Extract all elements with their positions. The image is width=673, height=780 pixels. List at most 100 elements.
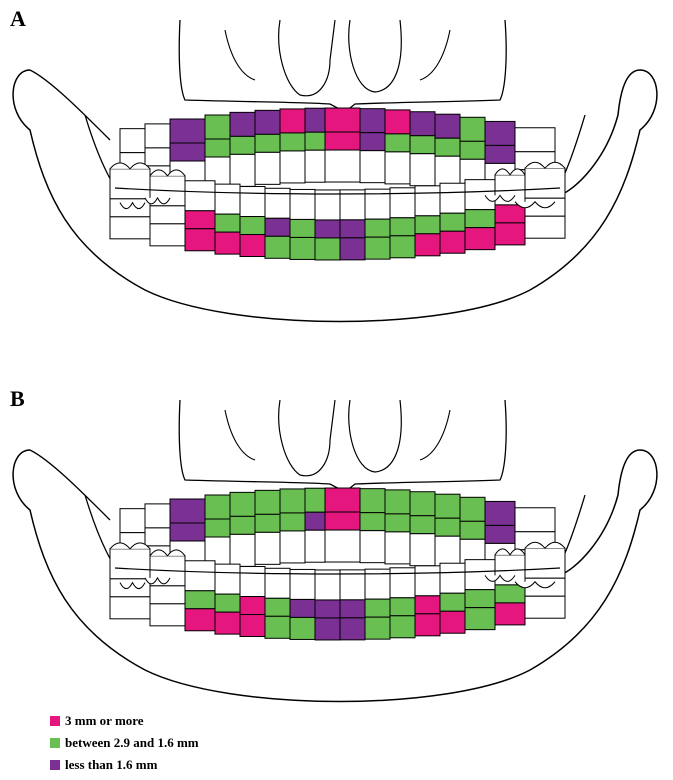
jaw-diagram-a [0, 20, 673, 350]
lower-tooth-segment [290, 219, 315, 237]
upper-tooth-segment [385, 490, 410, 514]
lower-tooth-segment [150, 604, 185, 626]
lower-tooth-segment [265, 598, 290, 616]
lower-tooth-segment [265, 616, 290, 638]
legend-swatch-pink [50, 716, 60, 726]
legend: 3 mm or more between 2.9 and 1.6 mm less… [50, 710, 199, 776]
upper-tooth-segment [145, 124, 170, 148]
lower-tooth-segment [185, 211, 215, 229]
legend-item-less-than-1-6: less than 1.6 mm [50, 754, 199, 776]
lower-tooth-segment [415, 216, 440, 234]
lower-tooth-segment [315, 600, 340, 618]
upper-tooth-segment [120, 509, 145, 533]
upper-tooth-segment [485, 121, 515, 145]
upper-tooth-segment [325, 132, 360, 150]
legend-item-3mm-or-more: 3 mm or more [50, 710, 199, 732]
upper-tooth-segment [410, 516, 435, 534]
upper-tooth-segment [435, 114, 460, 138]
lower-tooth-segment [240, 217, 265, 235]
lower-tooth-segment [265, 236, 290, 258]
legend-swatch-purple [50, 760, 60, 770]
lower-tooth-segment [340, 220, 365, 238]
lower-tooth-segment [525, 168, 565, 198]
lower-tooth-segment [240, 187, 265, 217]
sinus-outline [225, 30, 450, 80]
upper-tooth-segment [305, 512, 325, 530]
lower-tooth-segment [315, 618, 340, 640]
upper-tooth-segment [385, 110, 410, 134]
upper-tooth-segment [460, 521, 485, 539]
jaw-diagram-b [0, 400, 673, 730]
lower-tooth-segment [215, 184, 240, 214]
lower-tooth-segment [465, 210, 495, 228]
condyle-left [30, 70, 110, 140]
upper-tooth-segment [230, 154, 255, 186]
lower-tooth-segment [110, 579, 150, 597]
upper-tooth-segment [305, 108, 325, 132]
upper-tooth-segment [170, 499, 205, 523]
lower-tooth-segment [215, 594, 240, 612]
lower-tooth-segment [495, 603, 525, 625]
lower-tooth-segment [495, 205, 525, 223]
upper-tooth-segment [280, 151, 305, 183]
lower-tooth-segment [525, 216, 565, 238]
upper-tooth-segment [360, 489, 385, 513]
lower-tooth-segment [390, 236, 415, 258]
lower-tooth-segment [240, 567, 265, 597]
lower-tooth-segment [110, 199, 150, 217]
upper-tooth-segment [255, 152, 280, 184]
lower-tooth-segment [240, 235, 265, 257]
lower-tooth-segment [365, 219, 390, 237]
lower-tooth-segment [215, 564, 240, 594]
upper-tooth-segment [325, 150, 360, 182]
upper-tooth-segment [360, 133, 385, 151]
upper-tooth-segment [205, 115, 230, 139]
lower-tooth-segment [440, 183, 465, 213]
legend-label: 3 mm or more [65, 713, 144, 729]
legend-label: less than 1.6 mm [65, 757, 157, 773]
lower-tooth-segment [110, 217, 150, 239]
lower-tooth-segment [265, 568, 290, 598]
legend-swatch-green [50, 738, 60, 748]
upper-tooth-segment [410, 534, 435, 566]
upper-tooth-segment [325, 530, 360, 562]
lower-tooth-segment [390, 598, 415, 616]
upper-tooth-segment [120, 129, 145, 153]
lower-tooth-segment [340, 618, 365, 640]
upper-tooth-segment [485, 525, 515, 543]
upper-tooth-segment [385, 532, 410, 564]
upper-tooth-segment [305, 150, 325, 182]
upper-tooth-segment [230, 492, 255, 516]
nasal-outline [279, 20, 402, 96]
upper-tooth-segment [360, 109, 385, 133]
lower-tooth-segment [465, 228, 495, 250]
lower-tooth-segment [110, 597, 150, 619]
lower-tooth-segment [415, 234, 440, 256]
lower-tooth-segment [465, 560, 495, 590]
upper-tooth-segment [460, 497, 485, 521]
lower-tooth-segment [440, 611, 465, 633]
upper-tooth-segment [230, 534, 255, 566]
upper-tooth-segment [230, 516, 255, 534]
upper-tooth-segment [385, 514, 410, 532]
lower-tooth-segment [440, 231, 465, 253]
lower-tooth-segment [390, 218, 415, 236]
upper-tooth-segment [255, 514, 280, 532]
upper-tooth-segment [205, 495, 230, 519]
upper-tooth-segment [325, 488, 360, 512]
sinus-outline [225, 410, 450, 460]
lower-tooth-segment [390, 568, 415, 598]
upper-tooth-segment [325, 512, 360, 530]
upper-tooth-segment [280, 531, 305, 563]
upper-tooth-segment [385, 134, 410, 152]
lower-tooth-segment [390, 616, 415, 638]
upper-tooth-segment [255, 110, 280, 134]
lower-tooth-segment [265, 218, 290, 236]
lower-tooth-segment [185, 561, 215, 591]
upper-tooth-segment [170, 143, 205, 161]
upper-tooth-segment [360, 513, 385, 531]
lower-tooth-segment [365, 237, 390, 259]
upper-tooth-segment [435, 518, 460, 536]
lower-tooth-segment [185, 181, 215, 211]
legend-label: between 2.9 and 1.6 mm [65, 735, 199, 751]
